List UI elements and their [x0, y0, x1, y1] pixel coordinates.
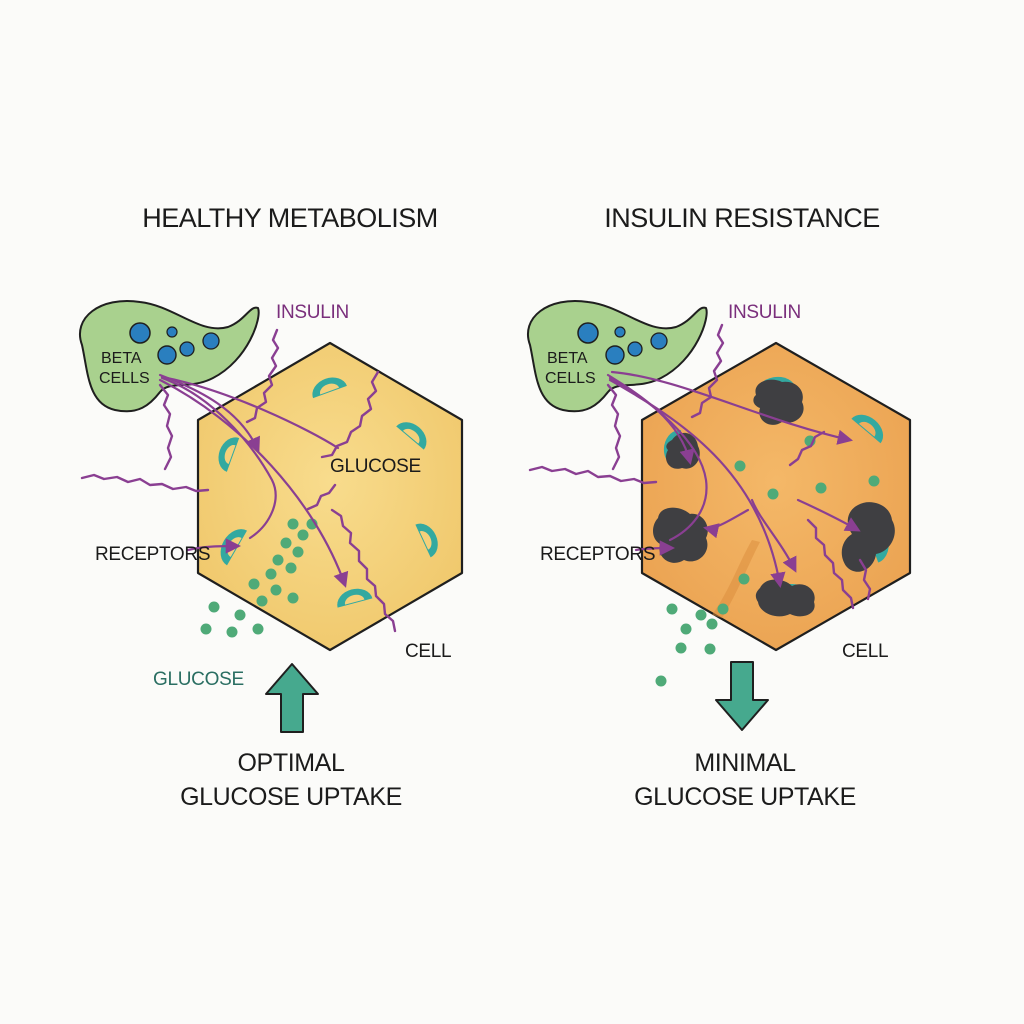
- resistant-receptors-label: RECEPTORS: [540, 544, 655, 565]
- resistant-title: INSULIN RESISTANCE: [604, 203, 880, 233]
- healthy-pancreas: BETA CELLS: [80, 301, 259, 411]
- healthy-cell-label: CELL: [405, 641, 451, 662]
- resistant-cell-label: CELL: [842, 641, 888, 662]
- healthy-outside-glucose-label: GLUCOSE: [153, 669, 244, 690]
- blocked-receptor-blob: [653, 508, 708, 563]
- healthy-glucose-label: GLUCOSE: [330, 456, 421, 477]
- healthy-beta-line2: CELLS: [99, 370, 150, 387]
- resistant-beta-line2: CELLS: [545, 370, 596, 387]
- uptake-down-arrow-icon: [716, 662, 768, 730]
- resistant-pancreas: BETA CELLS: [528, 301, 707, 411]
- healthy-title: HEALTHY METABOLISM: [142, 203, 438, 233]
- healthy-caption-line2: GLUCOSE UPTAKE: [180, 783, 402, 811]
- resistant-caption-line2: GLUCOSE UPTAKE: [634, 783, 856, 811]
- uptake-up-arrow-icon: [266, 664, 318, 732]
- healthy-caption-line1: OPTIMAL: [238, 749, 345, 777]
- resistant-beta-line1: BETA: [547, 350, 588, 367]
- healthy-beta-line1: BETA: [101, 350, 142, 367]
- healthy-insulin-label: INSULIN: [276, 302, 349, 323]
- blocked-receptor-blob: [753, 380, 803, 425]
- healthy-receptors-label: RECEPTORS: [95, 544, 210, 565]
- healthy-panel: HEALTHY METABOLISM: [80, 203, 462, 811]
- resistant-panel: INSULIN RESISTANCE: [528, 203, 910, 811]
- resistant-caption-line1: MINIMAL: [694, 749, 796, 777]
- resistant-insulin-label: INSULIN: [728, 302, 801, 323]
